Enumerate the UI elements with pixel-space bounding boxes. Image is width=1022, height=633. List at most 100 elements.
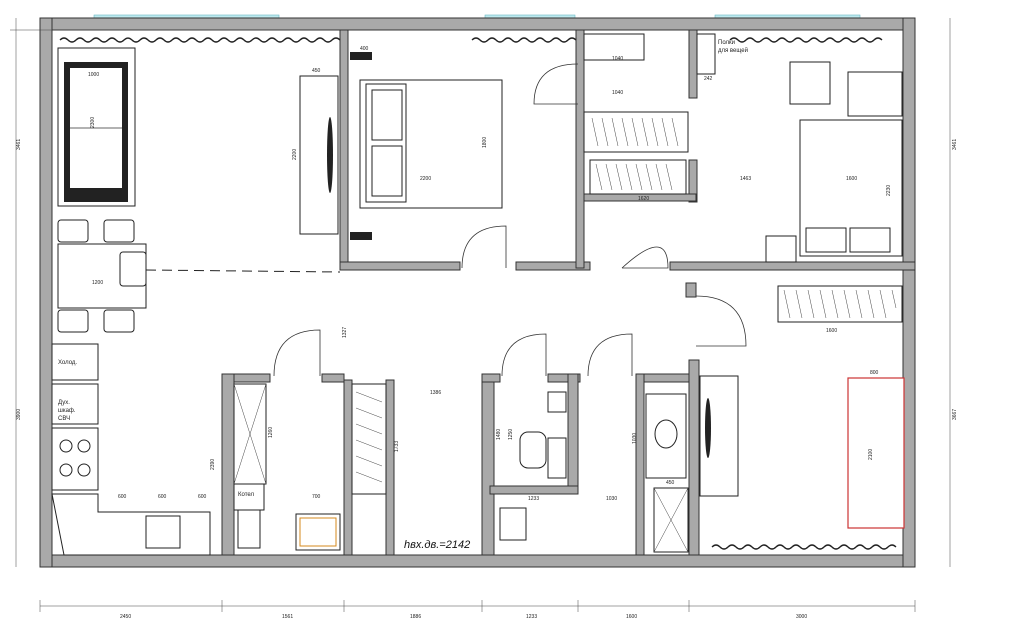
- hob: [51, 427, 99, 491]
- curtain-bedroom-2: [711, 544, 897, 550]
- bedroom-1: [299, 52, 503, 240]
- dim-kitchen-2: 600: [158, 494, 167, 500]
- bedroom-2: [765, 61, 903, 263]
- tub-inner: [299, 517, 337, 547]
- bath-cabinet: [237, 507, 261, 549]
- tv-1: [327, 117, 333, 193]
- crib: [789, 61, 831, 105]
- label-oven-3: СВЧ: [58, 416, 70, 422]
- wall-bath2-top: [635, 373, 697, 383]
- fridge: [51, 343, 99, 381]
- wall-closet-mid: [688, 159, 698, 203]
- sofa: [57, 47, 136, 207]
- dim-bottom-5: 1600: [626, 614, 637, 620]
- chair-2: [103, 219, 135, 243]
- pillow-2: [371, 145, 403, 197]
- dim-bed-2-length: 2230: [886, 185, 892, 196]
- dim-wc-1: 1480: [496, 429, 502, 440]
- label-washer: Котел: [238, 492, 255, 498]
- pillow-3: [805, 227, 847, 253]
- dim-bath2-shower: 450: [666, 480, 675, 486]
- dim-sofa-red-width: 800: [870, 370, 879, 376]
- pillow-4: [849, 227, 891, 253]
- burner-1: [59, 439, 73, 453]
- door-wc: [501, 333, 547, 377]
- labels: Холод. Дух. шкаф. СВЧ Котел Полки для ве…: [58, 40, 748, 551]
- kitchen: [51, 343, 261, 556]
- dim-bath2-width: 1030: [606, 496, 617, 502]
- wall-top: [39, 17, 916, 31]
- hangers-1: [591, 117, 679, 147]
- wall-pillar: [685, 282, 697, 298]
- label-hvx: hвх.дв.=2142: [404, 539, 470, 551]
- dim-sofa-width: 1000: [88, 72, 99, 78]
- dim-bottom-4: 1233: [526, 614, 537, 620]
- label-stroller-1: Полки: [718, 40, 735, 46]
- hangers-2: [595, 163, 673, 191]
- dim-stroller: 242: [704, 76, 713, 82]
- toilet: [519, 431, 547, 469]
- dim-kitchen-3: 600: [198, 494, 207, 500]
- dim-wardrobe-depth: 450: [312, 68, 321, 74]
- door-bedroom-3: [695, 295, 747, 347]
- dim-left-2: 3900: [16, 409, 22, 420]
- wc-sink: [547, 391, 567, 413]
- closet: [583, 33, 716, 195]
- wall-left: [39, 17, 53, 568]
- wardrobe-hangers: [783, 289, 897, 319]
- dimension-texts: 2450 1561 1886 1233 1600 3000 3461 3900 …: [16, 46, 958, 620]
- dim-wc-2: 1250: [508, 429, 514, 440]
- dining-set: [57, 219, 341, 333]
- bath2-diag-2: [653, 487, 689, 553]
- wall-wc-top: [481, 373, 501, 383]
- wall-bedroom-closet: [575, 29, 585, 269]
- wall-bedroom-bottom-left: [339, 261, 461, 271]
- dim-left-1: 3461: [16, 139, 22, 150]
- wall-living-bedroom: [339, 29, 349, 269]
- sofa-red: [847, 377, 905, 529]
- dim-bottom-3: 1886: [410, 614, 421, 620]
- dim-nightstand-2: 450: [360, 234, 369, 240]
- washer: [233, 483, 265, 511]
- outer-walls: [39, 17, 916, 568]
- nightstand-1: [350, 52, 372, 60]
- curtain-right-bedroom: [729, 37, 883, 43]
- dim-corridor-wardrobe: 1733: [394, 441, 400, 452]
- desk: [847, 71, 903, 117]
- corridor-hangers: [355, 391, 383, 483]
- chair-1: [57, 219, 89, 243]
- wall-bath2-right: [688, 359, 700, 556]
- dim-bottom-2: 1561: [282, 614, 293, 620]
- label-fridge: Холод.: [58, 360, 77, 366]
- sink: [145, 515, 181, 549]
- shower-diag-2: [233, 383, 267, 485]
- dim-corridor: 1386: [430, 390, 441, 396]
- chair-3: [57, 309, 89, 333]
- dim-kitchen-1: 600: [118, 494, 127, 500]
- stroller-box: [696, 33, 716, 75]
- dimension-lines: [10, 18, 951, 612]
- door-bedroom-1: [461, 225, 507, 269]
- dim-bath-1: 2390: [210, 459, 216, 470]
- wall-right: [902, 17, 916, 568]
- wall-wc-left: [481, 373, 495, 556]
- label-oven-2: шкаф.: [58, 408, 76, 414]
- zone-divider: [145, 269, 341, 273]
- dim-hall: 1327: [342, 327, 348, 338]
- dim-nightstand-1: 400: [360, 46, 369, 52]
- wall-right-bedroom-bottom: [669, 261, 916, 271]
- closet-rail-2: [589, 159, 687, 195]
- dim-sofa-length: 2300: [90, 117, 96, 128]
- heater: [499, 507, 527, 541]
- corridor-wardrobe: [351, 383, 387, 495]
- wall-closet-top: [688, 29, 698, 99]
- dim-bath-tub: 700: [312, 494, 321, 500]
- bathrooms: [233, 383, 689, 553]
- dim-table: 1200: [92, 280, 103, 286]
- dim-bed-1-length: 1800: [482, 137, 488, 148]
- wc-cabinet: [547, 437, 567, 479]
- dim-closet-2: 1040: [612, 90, 623, 96]
- doors: [273, 63, 747, 377]
- door-bath-2: [587, 333, 633, 377]
